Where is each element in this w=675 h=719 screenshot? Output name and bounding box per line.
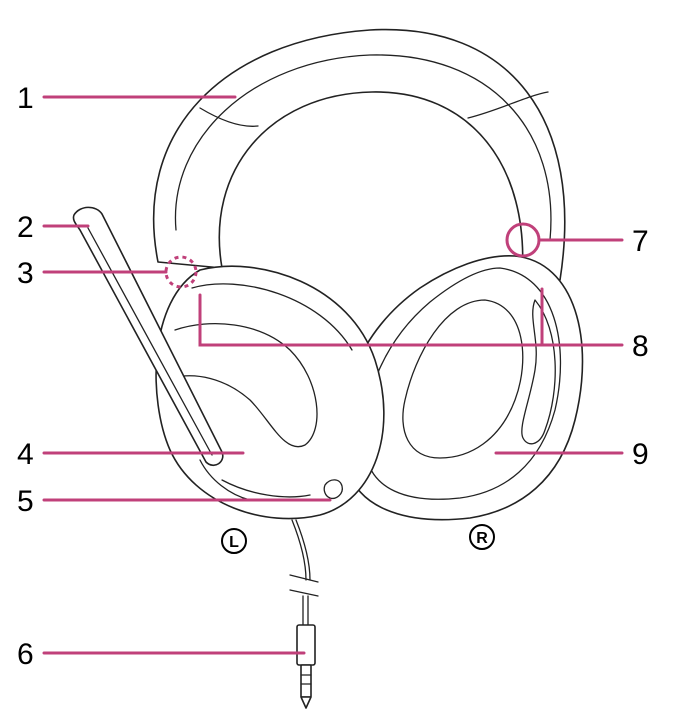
leader-8 bbox=[198, 293, 624, 347]
callout-8: 8 bbox=[632, 330, 649, 363]
callout-9: 9 bbox=[632, 438, 649, 471]
sensor-location-marker bbox=[505, 222, 541, 258]
callout-2: 2 bbox=[17, 211, 34, 244]
callout-1: 1 bbox=[17, 82, 34, 115]
microphone-location-marker bbox=[164, 255, 198, 289]
callout-5: 5 bbox=[17, 485, 34, 518]
left-side-mark: L bbox=[221, 528, 247, 554]
callout-leaders bbox=[42, 95, 624, 655]
right-side-mark: R bbox=[469, 524, 495, 550]
headband bbox=[152, 28, 566, 281]
callout-4: 4 bbox=[17, 438, 34, 471]
callout-6: 6 bbox=[17, 638, 34, 671]
cable bbox=[289, 519, 319, 626]
callout-numbers: 1 2 3 4 5 6 7 8 9 bbox=[17, 82, 649, 671]
callout-3: 3 bbox=[17, 257, 34, 290]
right-side-mark-label: R bbox=[476, 530, 488, 547]
callout-7: 7 bbox=[632, 225, 649, 258]
audio-plug bbox=[296, 624, 316, 709]
left-side-mark-label: L bbox=[229, 534, 239, 551]
